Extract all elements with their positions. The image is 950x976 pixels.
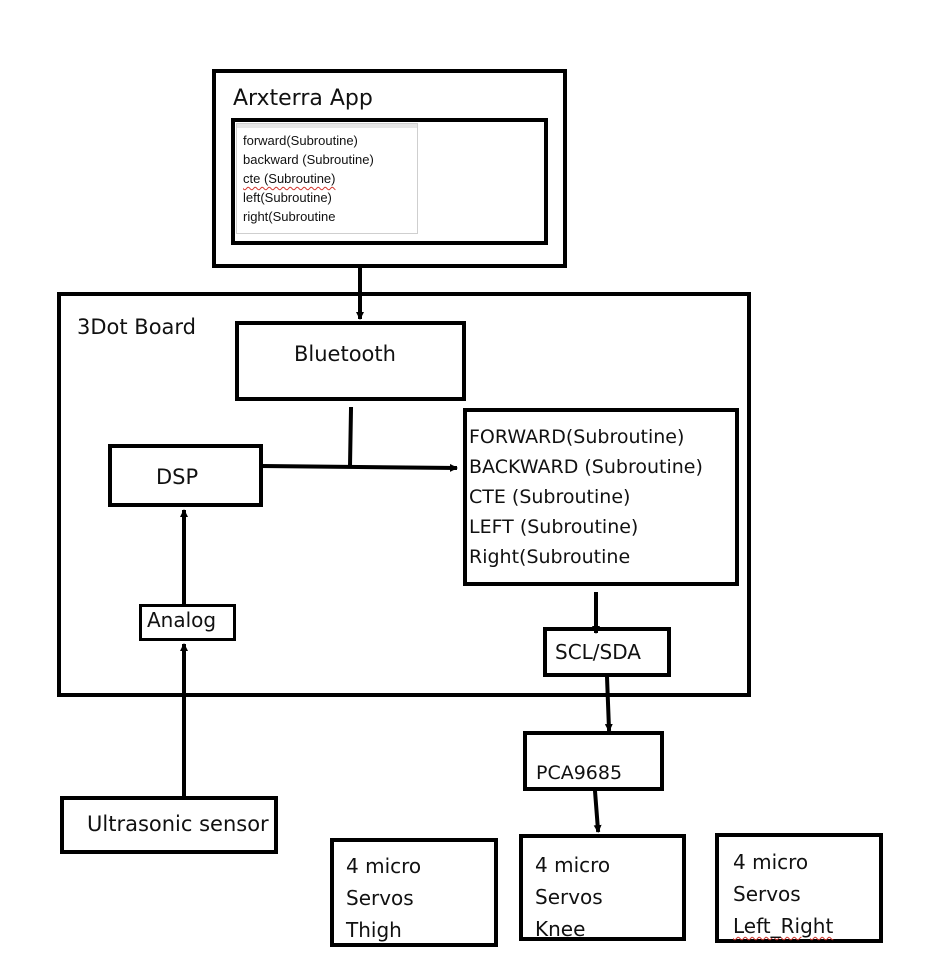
servo-thigh-line1: 4 micro [346,854,422,878]
scl-sda-label: SCL/SDA [555,640,641,664]
subroutines-box [463,408,739,586]
arxterra-app-title: Arxterra App [233,86,373,111]
servo-thigh-line2: Servos [346,886,414,910]
servo-knee-line2: Servos [535,885,603,909]
command-forward: forward(Subroutine) [243,133,358,148]
scl-to-pca-arrow [604,674,613,732]
command-cte-text: cte (Subroutine) [243,171,336,186]
pca9685-label: PCA9685 [536,762,623,784]
command-right: right(Subroutine [243,209,336,224]
dsp-box [108,444,263,507]
dsp-label: DSP [156,465,199,489]
ultrasonic-sensor-box [60,796,278,854]
ultrasonic-sensor-label: Ultrasonic sensor [87,812,269,836]
arxterra-app-box [212,69,567,268]
command-list-panel [236,123,418,234]
bluetooth-box [235,321,466,401]
subroutine-cte: CTE (Subroutine) [469,486,631,508]
servo-thigh-line3: Thigh [346,918,402,942]
dsp-to-subroutines-arrow [260,463,458,472]
servo-knee-line3: Knee [535,917,586,941]
command-panel-box [231,118,548,245]
command-cte: cte (Subroutine) [243,170,336,187]
servo-left-right-line2: Servos [733,882,801,906]
servo-left-right-box [715,833,883,943]
subroutine-right: Right(Subroutine [469,546,631,568]
bluetooth-down-wire [347,406,354,469]
pca9685-box [523,731,664,791]
servo-left-right-line3-text: Left_Right [733,914,834,938]
servo-left-right-line3: Left_Right [733,910,833,942]
command-list-scrollbar [237,124,417,128]
subroutine-forward: FORWARD(Subroutine) [469,426,685,448]
servo-knee-line1: 4 micro [535,853,611,877]
board-title: 3Dot Board [77,315,197,339]
subroutine-left: LEFT (Subroutine) [469,516,639,538]
command-left: left(Subroutine) [243,190,332,205]
bluetooth-label: Bluetooth [294,342,396,366]
command-backward: backward (Subroutine) [243,152,374,167]
analog-box [139,604,236,641]
servo-left-right-line1: 4 micro [733,850,809,874]
subroutine-backward: BACKWARD (Subroutine) [469,456,703,478]
servo-thigh-box [330,838,498,947]
pca-to-knee-arrow [592,788,602,833]
board-box [57,292,751,697]
analog-label: Analog [147,608,217,632]
servo-knee-box [519,834,686,941]
